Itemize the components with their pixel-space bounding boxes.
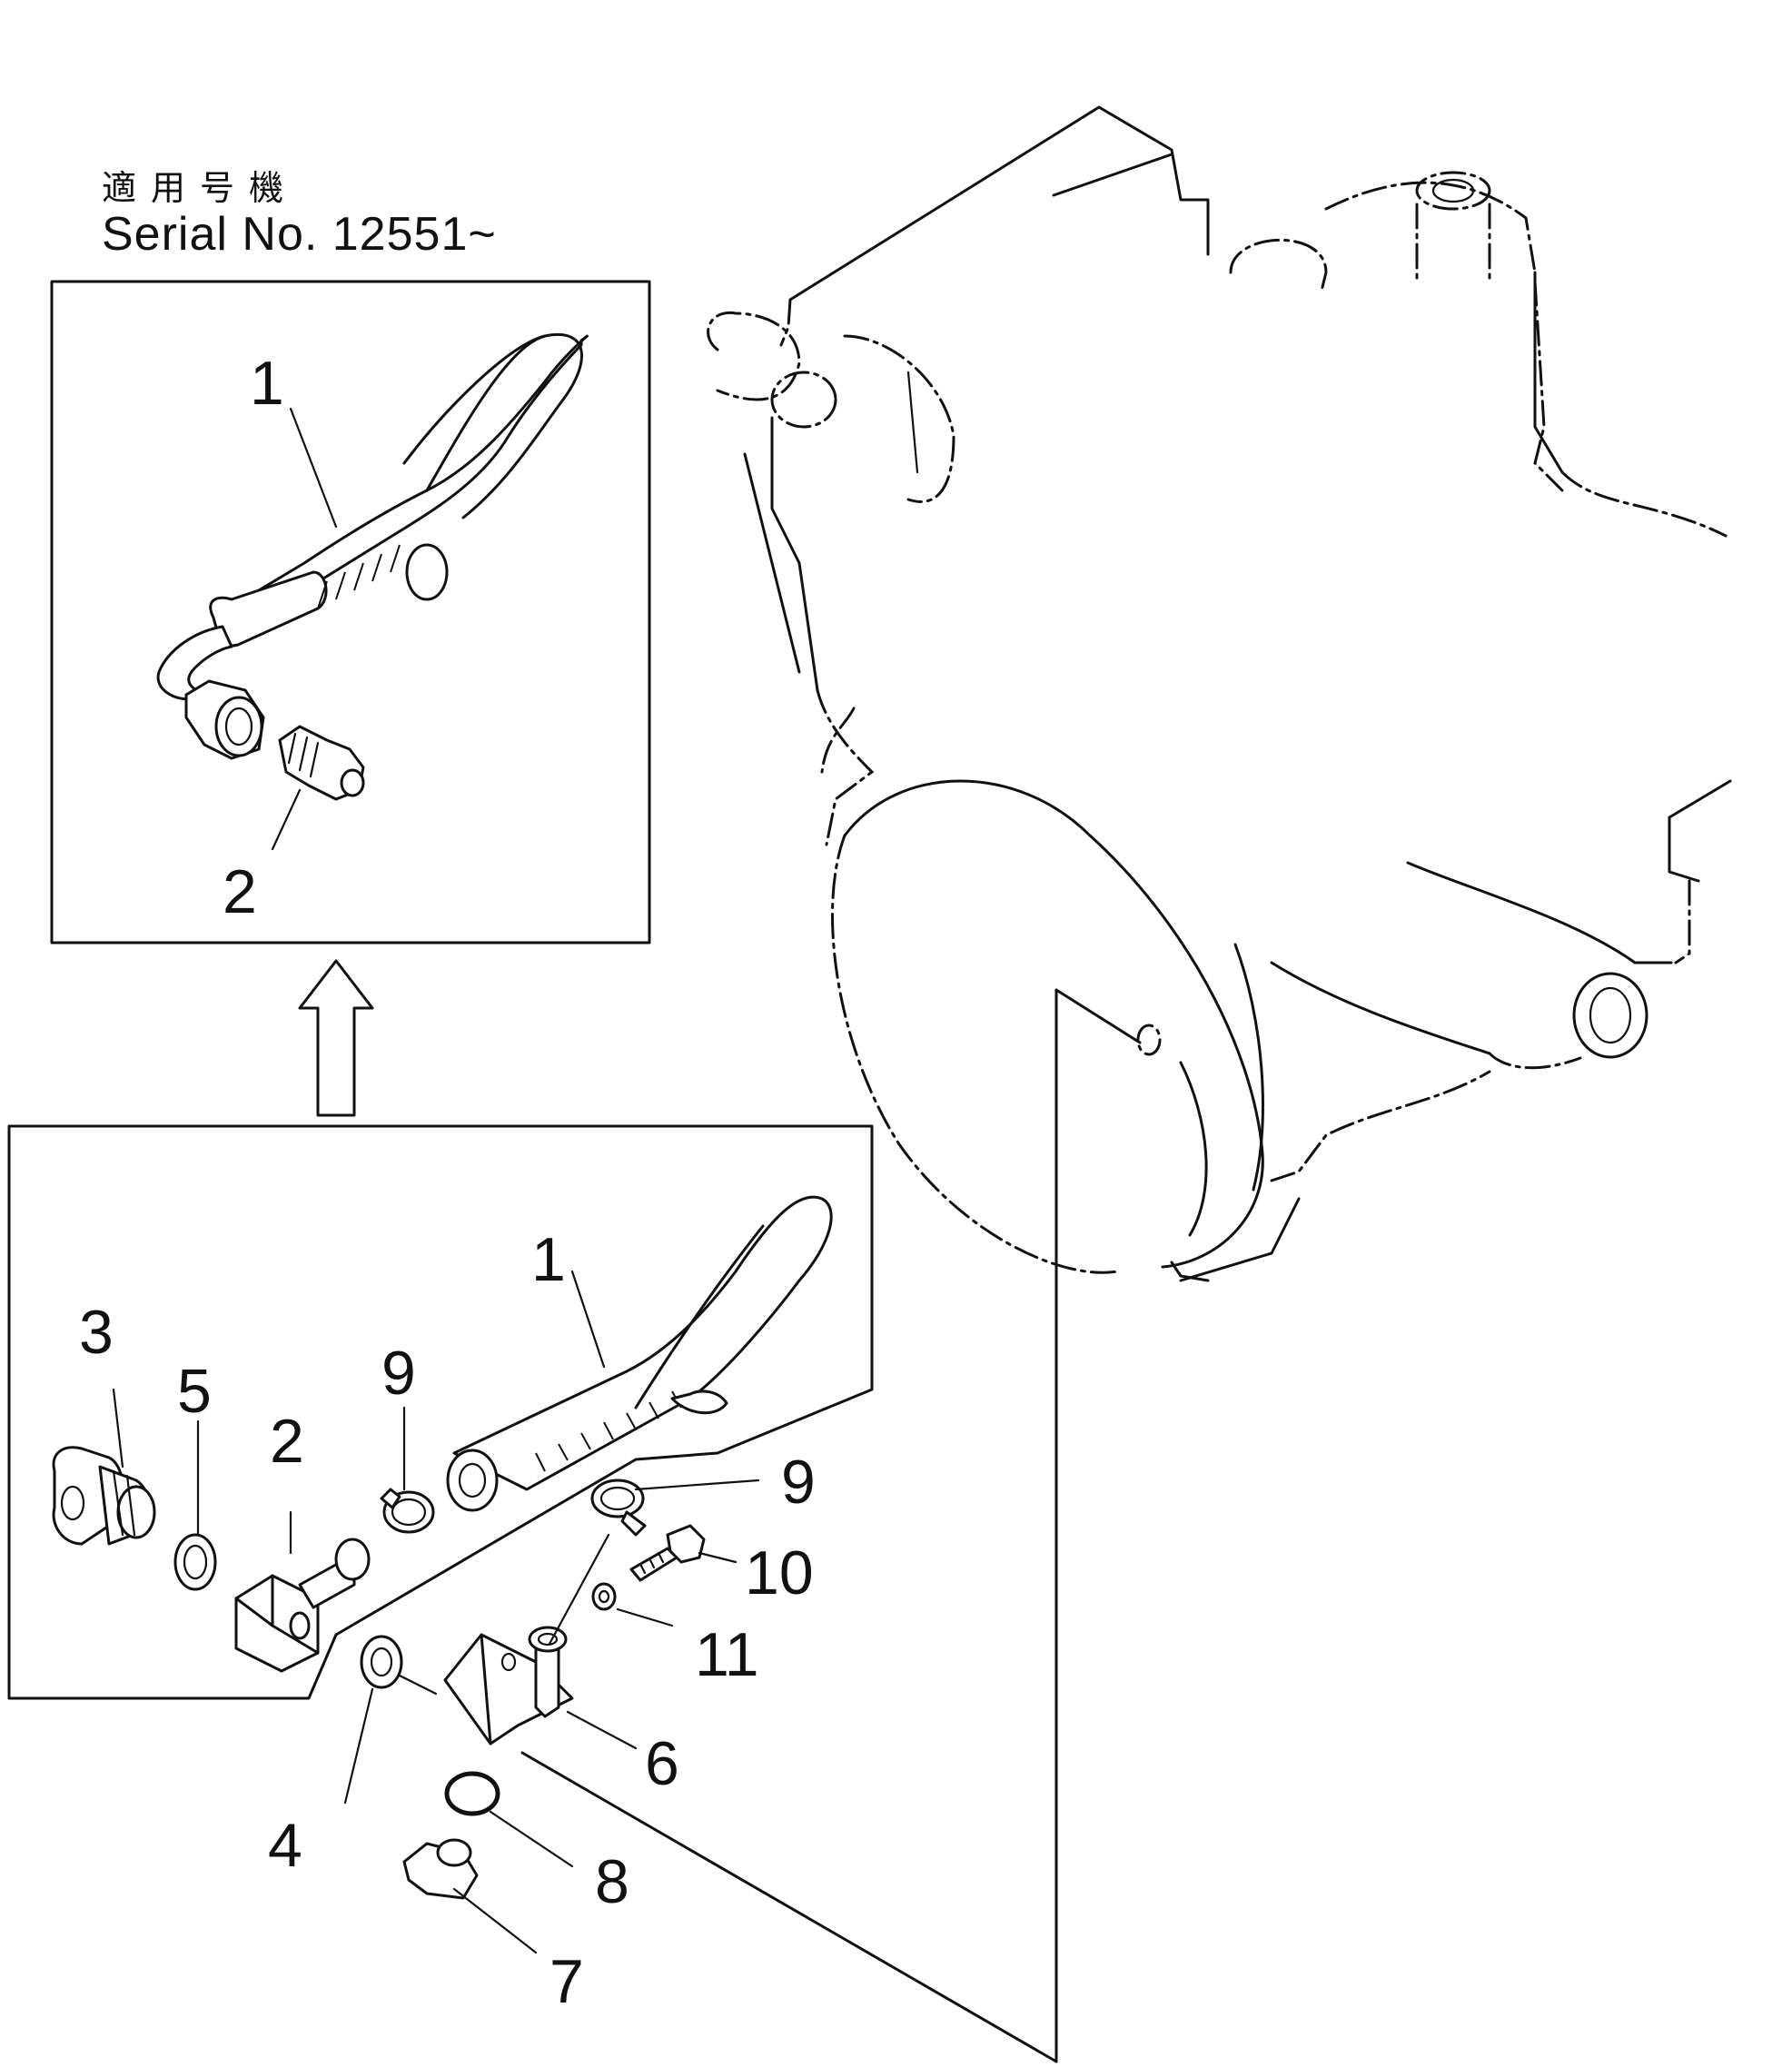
callout-7: 7 <box>549 1947 584 2016</box>
part-11-washer <box>591 1582 617 1611</box>
callout-9-lower: 9 <box>781 1448 816 1517</box>
serial-number-label: Serial No. 12551~ <box>102 208 497 261</box>
callout-9-upper: 9 <box>381 1339 416 1408</box>
part-4-washer <box>360 1635 403 1689</box>
callout-3: 3 <box>79 1298 114 1367</box>
callout-11: 11 <box>695 1620 759 1689</box>
callout-leader-1-upper <box>289 407 338 529</box>
part-7-plug <box>402 1838 479 1900</box>
callout-1-upper: 1 <box>250 349 284 418</box>
lower-callout-leaders <box>112 1270 760 1954</box>
callout-leader-2-upper <box>271 788 302 851</box>
engine-body-outline <box>520 105 1732 2063</box>
callout-1-lower: 1 <box>531 1225 566 1294</box>
callout-4: 4 <box>268 1811 302 1880</box>
callout-8: 8 <box>595 1847 629 1916</box>
part-2-adapter-block <box>234 1538 371 1673</box>
part-6-bracket <box>443 1626 574 1746</box>
applicable-machine-label: 適用号機 <box>102 168 299 208</box>
callout-2-upper: 2 <box>223 857 257 926</box>
callout-6: 6 <box>645 1729 679 1798</box>
part-5-washer <box>173 1533 217 1591</box>
callout-2-lower: 2 <box>270 1407 304 1476</box>
upper-inset-hose <box>156 333 589 801</box>
part-9-clamp-lower <box>590 1479 647 1537</box>
part-10-bolt <box>629 1524 706 1582</box>
callout-10: 10 <box>745 1538 814 1607</box>
callout-5: 5 <box>177 1357 212 1426</box>
applicability-header: 適用号機 Serial No. 12551~ <box>102 168 497 261</box>
part-3-banjo-bolt <box>52 1446 156 1546</box>
up-arrow-icon <box>298 959 374 1117</box>
lower-inset-hose <box>446 1195 833 1512</box>
part-8-o-ring <box>444 1771 500 1816</box>
upper-inset-frame <box>50 280 651 944</box>
part-9-clamp-upper <box>380 1488 435 1534</box>
lower-inset-frame <box>7 1124 874 1700</box>
